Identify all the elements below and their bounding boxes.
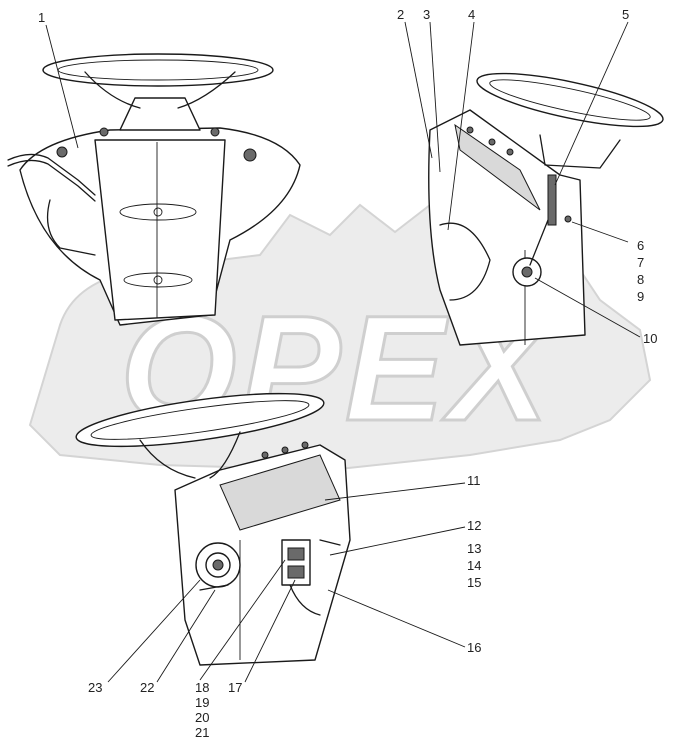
callout-23: 23 [88, 680, 102, 695]
rear-view-assembly [75, 392, 351, 666]
callout-1: 1 [38, 10, 45, 25]
callout-21: 21 [195, 725, 209, 740]
leader-22 [156, 589, 216, 683]
side-view-assembly [428, 72, 664, 346]
leader-1 [45, 24, 79, 149]
callout-labels: 1 2 3 4 5 6 7 8 9 10 11 12 13 14 15 16 1… [38, 7, 657, 740]
leader-4 [447, 21, 475, 231]
leader-18 [199, 559, 286, 681]
callout-11: 11 [467, 473, 481, 488]
callout-12: 12 [467, 518, 481, 533]
callout-22: 22 [140, 680, 154, 695]
callout-2: 2 [397, 7, 404, 22]
leader-2 [404, 21, 433, 159]
callout-20: 20 [195, 710, 209, 725]
callout-19: 19 [195, 695, 209, 710]
callout-5: 5 [622, 7, 629, 22]
front-view-assembly [7, 53, 301, 326]
callout-3: 3 [423, 7, 430, 22]
leader-5 [554, 21, 629, 186]
callout-10: 10 [643, 331, 657, 346]
leader-16 [327, 589, 466, 648]
leader-23 [107, 579, 201, 683]
callout-17: 17 [228, 680, 242, 695]
callout-6: 6 [637, 238, 644, 253]
callout-8: 8 [637, 272, 644, 287]
leader-17 [244, 579, 296, 683]
callout-15: 15 [467, 575, 481, 590]
leader-11 [324, 482, 466, 501]
callout-13: 13 [467, 541, 481, 556]
leader-6 [571, 221, 629, 243]
leader-3 [429, 21, 441, 173]
callout-18: 18 [195, 680, 209, 695]
callout-7: 7 [637, 255, 644, 270]
callout-4: 4 [468, 7, 475, 22]
callout-14: 14 [467, 558, 481, 573]
callout-16: 16 [467, 640, 481, 655]
leader-lines [45, 21, 641, 683]
leader-10 [534, 277, 641, 338]
leader-12 [329, 526, 466, 556]
callout-9: 9 [637, 289, 644, 304]
